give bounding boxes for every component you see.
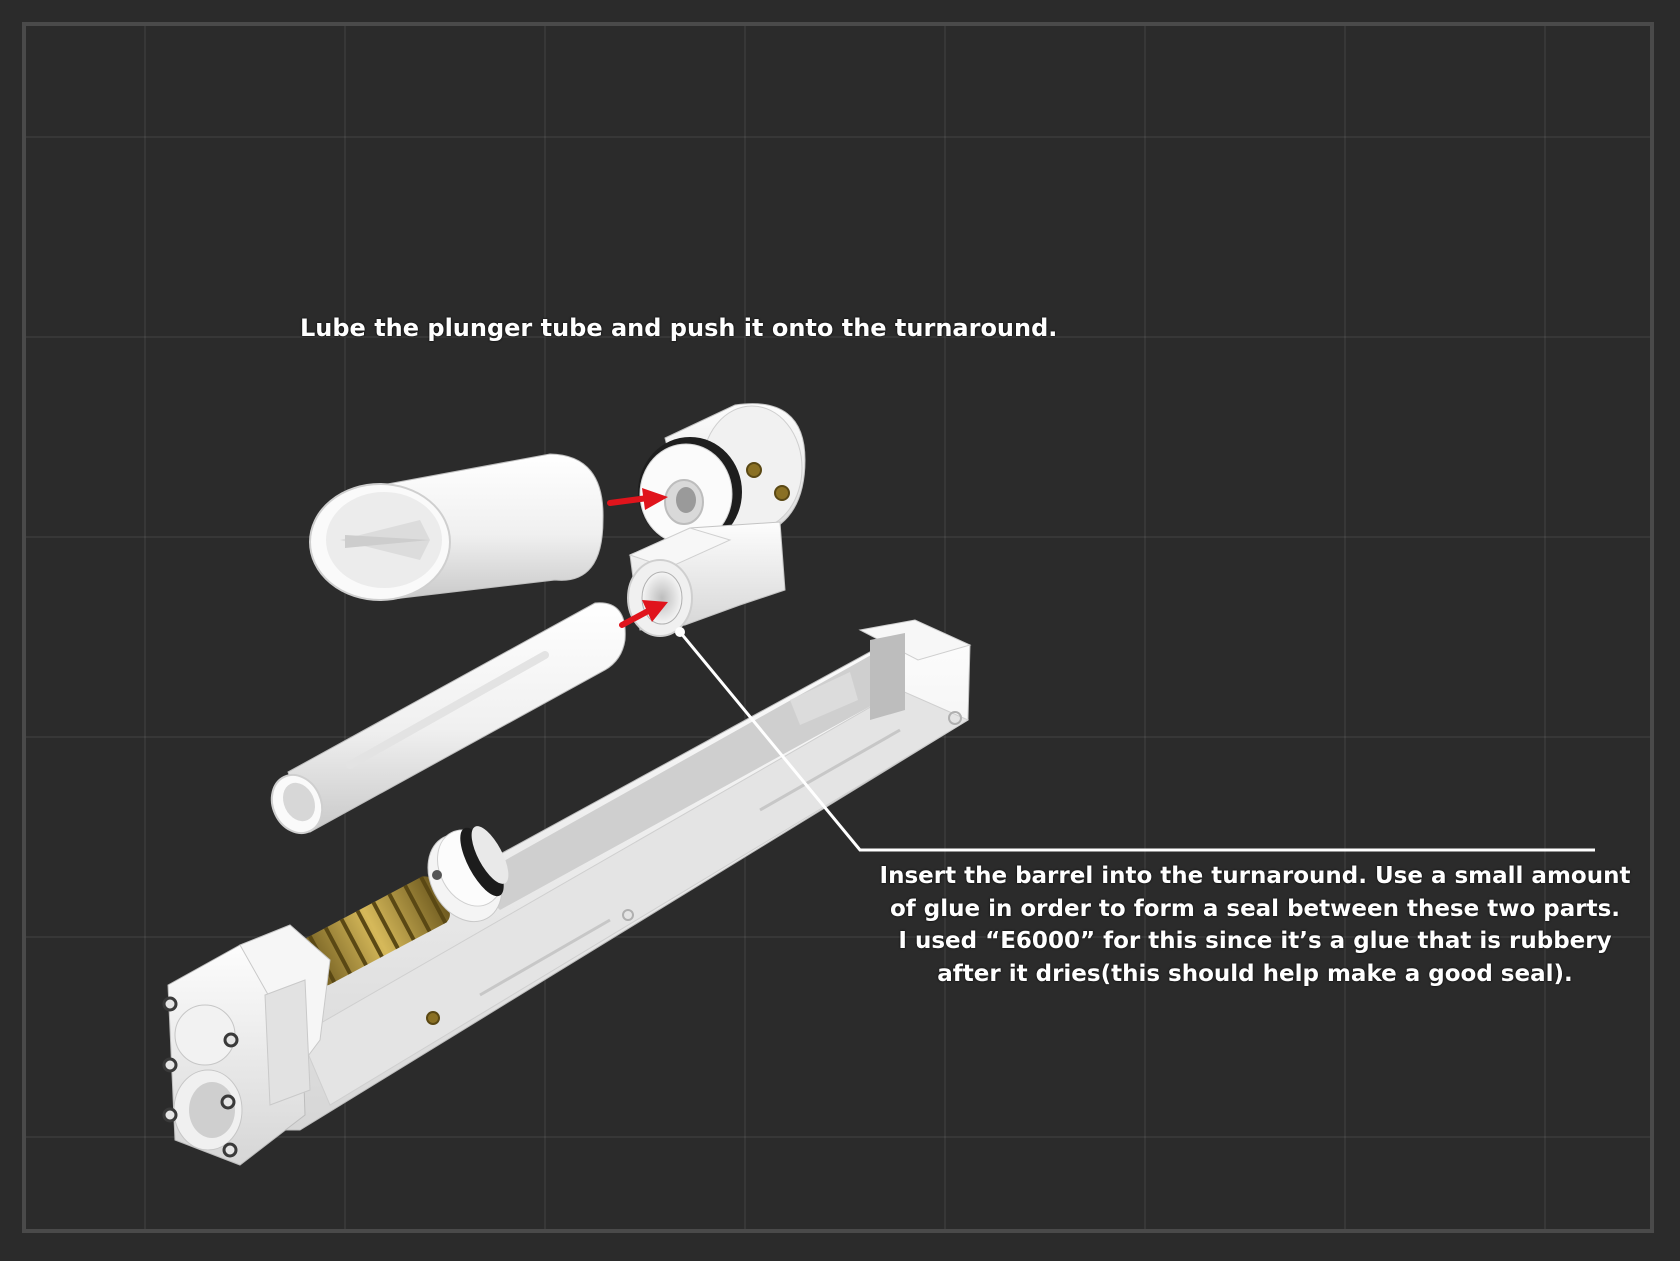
leader-line (675, 627, 1595, 852)
arrow-plunger-to-turnaround (607, 488, 668, 510)
plunger-tube (309, 453, 604, 601)
barrel-instruction-line-1: Insert the barrel into the turnaround. U… (879, 863, 1631, 889)
arrow-barrel-to-turnaround (619, 600, 668, 628)
plunger-tube-instruction: Lube the plunger tube and push it onto t… (300, 314, 1058, 342)
blaster-housing (214, 619, 972, 1131)
barrel (270, 602, 626, 835)
barrel-instruction: Insert the barrel into the turnaround. U… (860, 860, 1650, 990)
barrel-instruction-line-2: of glue in order to form a seal between … (889, 895, 1621, 922)
barrel-instruction-line-4: after it dries(this should help make a g… (937, 960, 1573, 987)
rear-cap (162, 924, 331, 1166)
spring-plunger (300, 826, 509, 986)
barrel-instruction-line-3: I used “E6000” for this since it’s a glu… (898, 928, 1612, 954)
turnaround (627, 403, 806, 637)
